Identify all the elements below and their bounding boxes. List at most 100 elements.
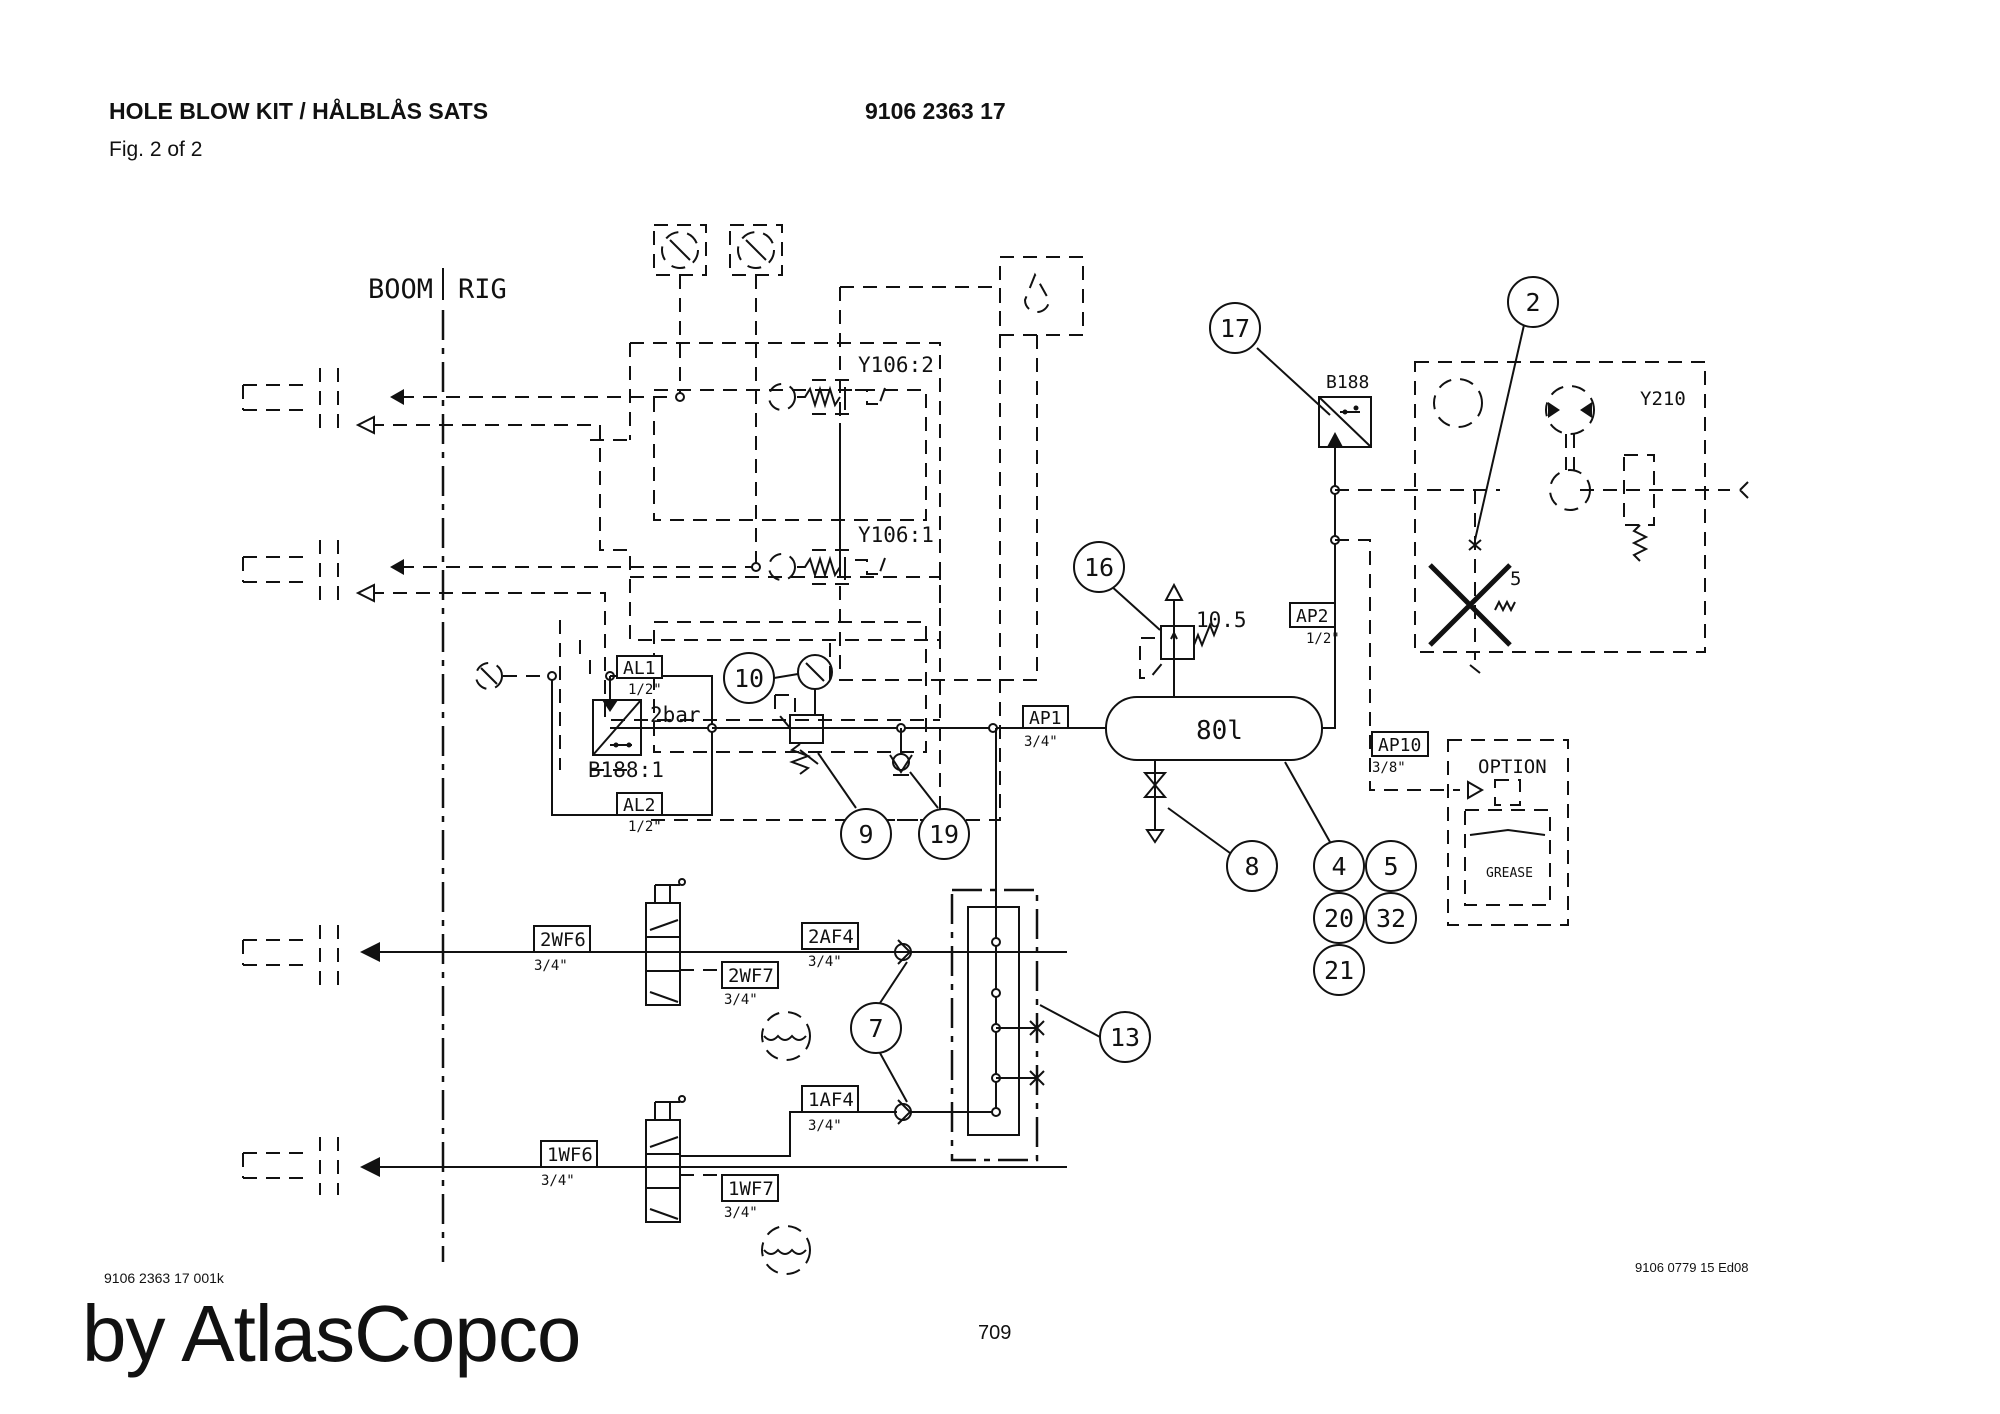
balloon-9: 9: [840, 808, 892, 860]
svg-text:3/8": 3/8": [1372, 760, 1406, 776]
b188-1-setting: 2bar: [650, 703, 701, 727]
y210-label: Y210: [1640, 388, 1686, 410]
part-number: 9106 2363 17: [865, 98, 1006, 124]
crossed-out-valve: [1428, 563, 1512, 647]
svg-text:AL1: AL1: [623, 658, 656, 679]
return-line-1: [370, 592, 940, 721]
pressure-switch-b188-1: 2bar B188:1: [475, 662, 717, 816]
manual-valve-2: [645, 878, 802, 1006]
hose-tag-ap1: AP1 3/4": [1022, 705, 1069, 750]
svg-text:20: 20: [1324, 904, 1354, 933]
svg-text:2WF6: 2WF6: [540, 929, 586, 951]
svg-text:16: 16: [1084, 553, 1114, 582]
hose-tag-2wf6: 2WF6 3/4": [533, 925, 591, 974]
svg-text:1/2": 1/2": [1306, 631, 1340, 647]
svg-text:13: 13: [1110, 1023, 1140, 1052]
hose-tag-al2: AL2 1/2": [616, 792, 663, 835]
balloon-19: 19: [918, 808, 970, 860]
check-valve-19: [889, 728, 913, 776]
valve-block-y106-2: [653, 389, 927, 521]
svg-text:1AF4: 1AF4: [808, 1089, 854, 1111]
svg-text:2: 2: [1525, 288, 1540, 317]
svg-text:8: 8: [1244, 852, 1259, 881]
svg-text:3/4": 3/4": [1024, 734, 1058, 750]
svg-text:1/2": 1/2": [628, 682, 662, 698]
water-tank-icon: [761, 1011, 811, 1061]
svg-text:3/4": 3/4": [808, 954, 842, 970]
hose-tag-al1: AL1 1/2": [616, 655, 663, 698]
return-line-2: [370, 424, 940, 641]
lubricator-unit-y210: Y210 5: [1414, 361, 1706, 674]
svg-text:1WF6: 1WF6: [547, 1144, 593, 1166]
y106-2-label: Y106:2: [858, 353, 934, 377]
balloon-8: 8: [1226, 840, 1278, 892]
svg-text:3/4": 3/4": [808, 1118, 842, 1134]
crossed-valve-ref: 5: [1510, 568, 1521, 590]
arrow-filled-icon: [360, 1157, 380, 1177]
water-line-1: [360, 1157, 1067, 1177]
svg-text:7: 7: [868, 1014, 883, 1043]
gauge-top-1: [653, 224, 707, 276]
svg-text:3/4": 3/4": [724, 992, 758, 1008]
balloon-4: 4: [1313, 840, 1365, 892]
hose-tag-ap2: AP2 1/2": [1289, 602, 1340, 647]
water-drop-icon: [999, 256, 1084, 336]
arrow-open-icon: [355, 415, 375, 435]
boom-connector-3: [242, 925, 339, 985]
svg-text:2WF7: 2WF7: [728, 965, 774, 987]
svg-text:10: 10: [734, 664, 764, 693]
arrow-open-icon: [355, 583, 375, 603]
arrow-filled-icon: [390, 389, 404, 405]
gauge-top-2: [729, 224, 783, 276]
file-reference: 9106 2363 17 001k: [104, 1270, 224, 1286]
svg-text:3/4": 3/4": [534, 958, 568, 974]
b188-label: B188: [1326, 372, 1369, 393]
safety-valve-16: 10.5: [1139, 582, 1247, 697]
drain-valve-8: [1142, 760, 1168, 844]
junction-dot: [751, 562, 761, 572]
svg-text:AP1: AP1: [1029, 708, 1062, 729]
arrow-filled-icon: [390, 559, 404, 575]
air-tank: 80l: [1105, 696, 1323, 761]
svg-text:2AF4: 2AF4: [808, 926, 854, 948]
boom-connector-4: [242, 1137, 339, 1195]
option-grease-unit: OPTION GREASE: [1447, 739, 1569, 926]
valve-y106-2: Y106:2: [768, 353, 934, 415]
hose-tag-ap10: AP10 3/8": [1371, 731, 1429, 776]
figure-label: Fig. 2 of 2: [109, 138, 203, 161]
hose-tag-1af4: 1AF4 3/4": [801, 1085, 859, 1134]
svg-text:4: 4: [1331, 852, 1346, 881]
junction-dot: [675, 392, 685, 402]
valve-y106-1: Y106:1: [768, 523, 934, 585]
document-title: HOLE BLOW KIT / HÅLBLÅS SATS: [109, 98, 489, 124]
b188-1-label: B188:1: [588, 758, 664, 782]
hose-tag-2wf7: 2WF7 3/4": [721, 961, 779, 1008]
tank-volume: 80l: [1196, 716, 1243, 746]
svg-text:1/2": 1/2": [628, 819, 662, 835]
hose-tag-1wf6: 1WF6 3/4": [540, 1140, 598, 1189]
check-valve-7b: [894, 1099, 912, 1125]
svg-text:5: 5: [1383, 852, 1398, 881]
boom-connector-2: [242, 540, 339, 600]
balloon-20: 20: [1313, 892, 1365, 944]
hose-tag-2af4: 2AF4 3/4": [801, 922, 859, 970]
balloon-16: 16: [1073, 541, 1125, 593]
svg-text:AL2: AL2: [623, 795, 656, 816]
svg-text:1WF7: 1WF7: [728, 1178, 774, 1200]
svg-text:AP2: AP2: [1296, 606, 1329, 627]
water-tank-icon: [761, 1225, 811, 1275]
grease-label: GREASE: [1486, 866, 1533, 881]
balloon-32: 32: [1365, 892, 1417, 944]
balloon-21: 21: [1313, 944, 1365, 996]
svg-text:3/4": 3/4": [724, 1205, 758, 1221]
hose-tag-1wf7: 1WF7 3/4": [721, 1174, 779, 1221]
svg-text:3/4": 3/4": [541, 1173, 575, 1189]
arrow-filled-icon: [360, 942, 380, 962]
drawing-reference: 9106 0779 15 Ed08: [1635, 1260, 1749, 1275]
balloon-5: 5: [1365, 840, 1417, 892]
svg-text:AP10: AP10: [1378, 735, 1421, 756]
watermark-text: by AtlasCopco: [82, 1289, 581, 1378]
pressure-switch-b188: B188: [1318, 372, 1372, 448]
gauge-icon: [475, 662, 503, 690]
